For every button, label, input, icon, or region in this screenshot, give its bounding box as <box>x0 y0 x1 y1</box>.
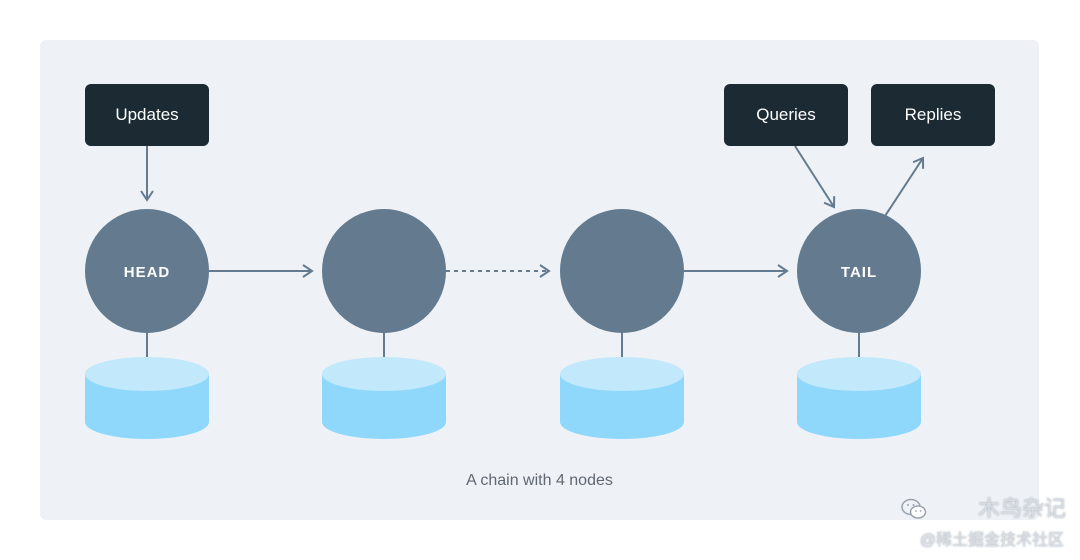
watermark-subtitle: @稀土掘金技术社区 <box>919 532 1064 549</box>
replies-box: Replies <box>871 84 995 146</box>
updates-box: Updates <box>85 84 209 146</box>
node-label-tail: TAIL <box>841 264 877 281</box>
chain-node-2 <box>322 209 446 358</box>
database-cylinder-2 <box>322 357 446 439</box>
chain-node-head: HEAD <box>85 209 209 358</box>
database-cylinder-4 <box>797 357 921 439</box>
database-cylinder-3 <box>560 357 684 439</box>
diagram-caption: A chain with 4 nodes <box>466 472 613 489</box>
watermark-title: 木鸟杂记 <box>977 496 1066 521</box>
database-cylinder-1 <box>85 357 209 439</box>
node-label-head: HEAD <box>124 264 171 281</box>
queries-arrow <box>794 145 836 209</box>
queries-box: Queries <box>724 84 848 146</box>
chain-node-tail: TAIL <box>797 209 921 358</box>
queries-label: Queries <box>756 105 816 124</box>
wechat-icon <box>901 498 927 519</box>
replies-arrow <box>884 156 925 217</box>
replies-label: Replies <box>904 105 962 124</box>
updates-label: Updates <box>115 105 179 124</box>
chain-node-3 <box>560 209 684 358</box>
